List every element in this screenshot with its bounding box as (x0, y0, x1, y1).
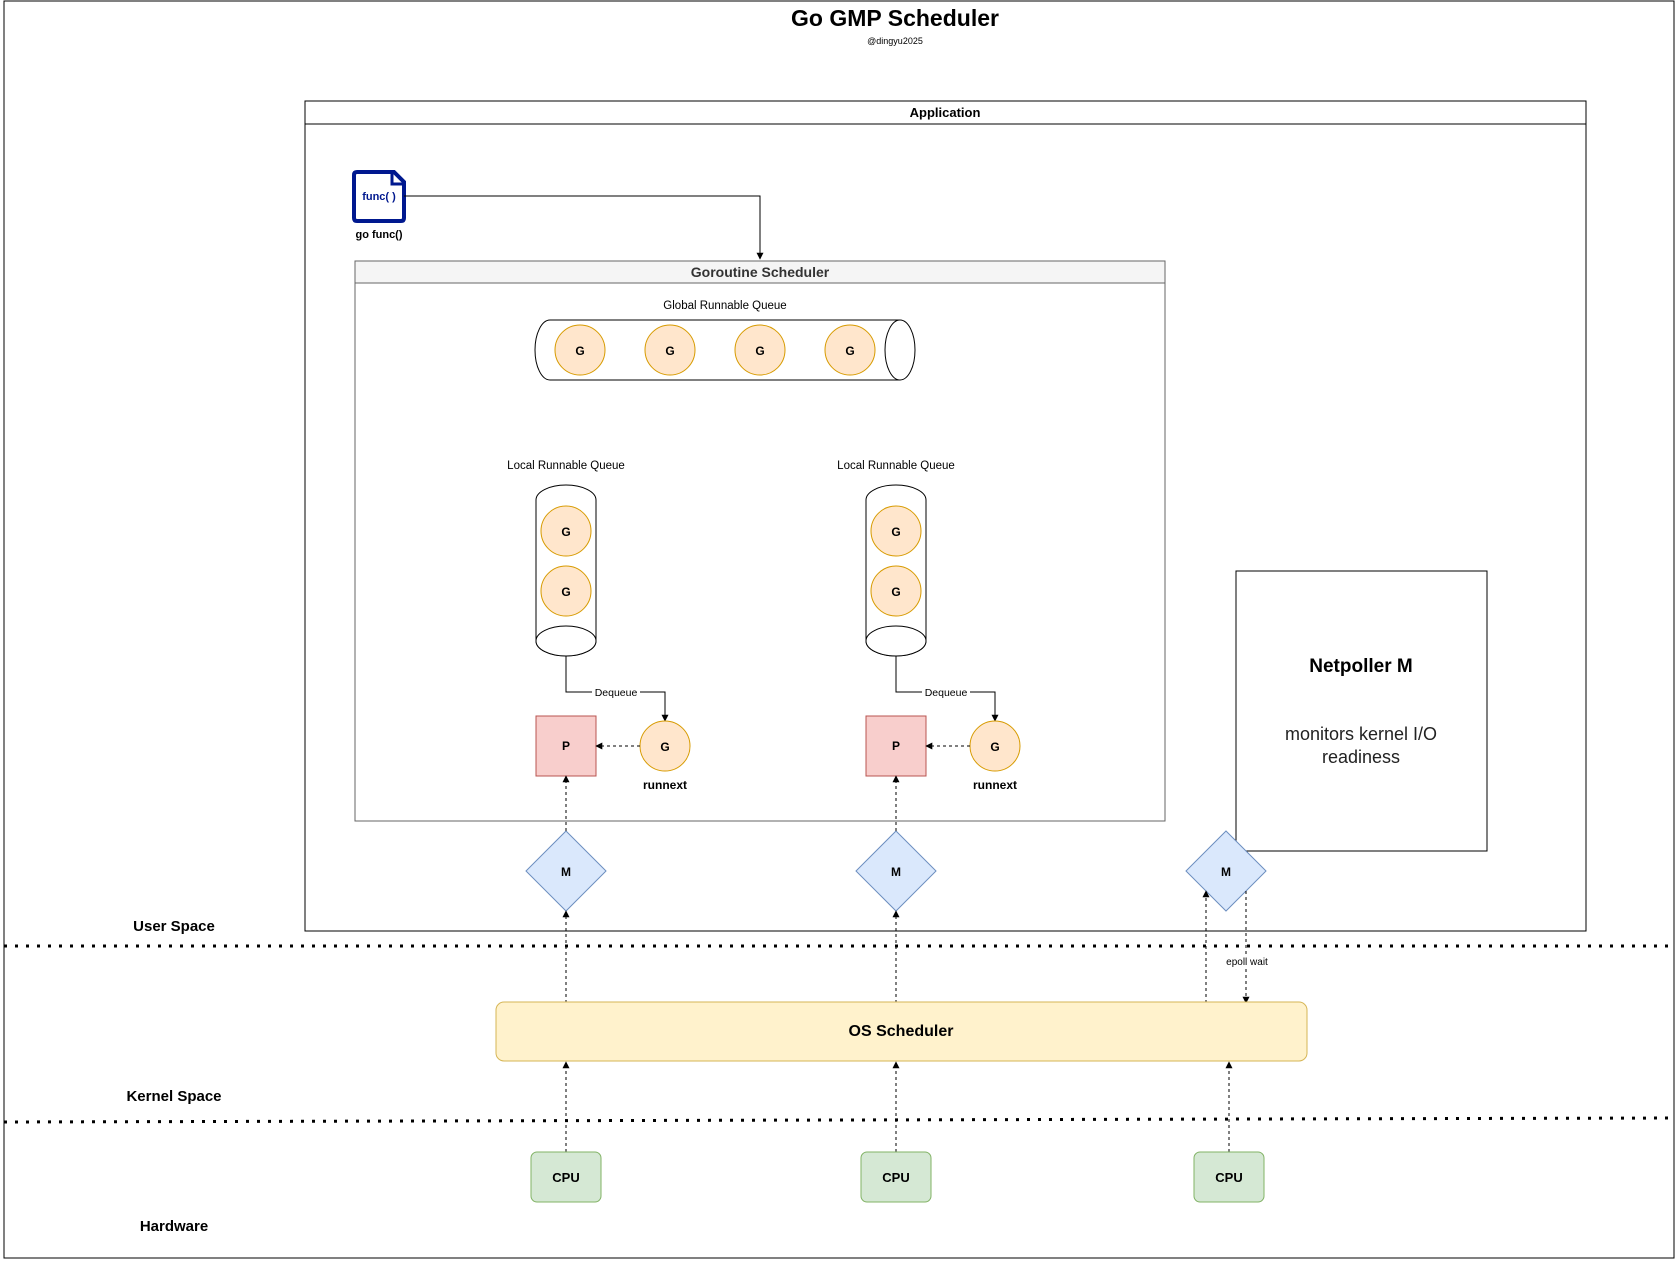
m-label: M (1221, 865, 1231, 879)
diagram-title: Go GMP Scheduler (791, 5, 999, 31)
global-goroutine: G (824, 324, 876, 376)
application-title: Application (910, 105, 981, 120)
outer-frame (3, 0, 1675, 1259)
goroutine-label: G (575, 344, 584, 358)
runnext-label: runnext (973, 778, 1017, 792)
p-box (865, 715, 927, 777)
netpoller-box (1235, 570, 1488, 852)
goroutine-label: G (665, 344, 674, 358)
goroutine-label: G (891, 585, 900, 599)
local-goroutine: G (870, 505, 922, 557)
netpoller-group: Netpoller M monitors kernel I/O readines… (1185, 570, 1488, 1203)
cpu-label: CPU (552, 1170, 579, 1185)
go-func-arrow (404, 195, 764, 260)
goroutine-scheduler-container: Goroutine Scheduler (354, 260, 1166, 822)
processor-group-1: Local Runnable Queue G G Dequeue P G run… (507, 460, 691, 1203)
goroutine-label: G (755, 344, 764, 358)
goroutine-scheduler-title: Goroutine Scheduler (691, 264, 830, 280)
dequeue-label: Dequeue (595, 687, 638, 699)
m-label: M (561, 865, 571, 879)
cpu-label: CPU (1215, 1170, 1242, 1185)
os-scheduler: OS Scheduler (495, 1001, 1308, 1062)
netpoller-desc-line1: monitors kernel I/O (1285, 724, 1437, 744)
processor-group-2: Local Runnable Queue G G Dequeue P G run… (837, 460, 1021, 1203)
local-goroutine: G (870, 565, 922, 617)
m-label: M (891, 865, 901, 879)
netpoller-desc-line2: readiness (1322, 747, 1400, 767)
p-label: P (562, 739, 570, 753)
cpu-box (1193, 1151, 1265, 1203)
cpu-box (530, 1151, 602, 1203)
local-queue-label: Local Runnable Queue (507, 460, 625, 472)
goroutine-label: G (891, 525, 900, 539)
os-scheduler-label: OS Scheduler (849, 1023, 954, 1040)
runnext-goroutine: G (639, 720, 691, 772)
goroutine-label: G (990, 740, 999, 754)
diagram-author: @dingyu2025 (867, 36, 923, 46)
local-goroutine: G (540, 505, 592, 557)
runnext-goroutine: G (969, 720, 1021, 772)
epoll-wait-label: epoll wait (1226, 957, 1268, 968)
kernel-hardware-separator (3, 1116, 1675, 1124)
hardware-label: Hardware (140, 1218, 208, 1235)
local-goroutine: G (540, 565, 592, 617)
p-label: P (892, 739, 900, 753)
netpoller-title: Netpoller M (1309, 656, 1412, 677)
global-goroutine: G (734, 324, 786, 376)
goroutine-label: G (660, 740, 669, 754)
p-box (535, 715, 597, 777)
global-goroutine: G (554, 324, 606, 376)
global-queue-cylinder (534, 319, 916, 381)
dequeue-label: Dequeue (925, 687, 968, 699)
global-queue-label: Global Runnable Queue (663, 300, 786, 312)
goroutine-label: G (845, 344, 854, 358)
func-icon-text: func( ) (362, 191, 396, 203)
cpu-box (860, 1151, 932, 1203)
func-icon: func( ) (352, 170, 406, 223)
goroutine-label: G (561, 525, 570, 539)
go-func-label: go func() (355, 229, 402, 241)
goroutine-label: G (561, 585, 570, 599)
global-goroutines: G G G G (554, 324, 876, 376)
kernel-space-label: Kernel Space (126, 1088, 221, 1105)
user-space-label: User Space (133, 918, 215, 935)
runnext-label: runnext (643, 778, 687, 792)
local-queue-label: Local Runnable Queue (837, 460, 955, 472)
global-goroutine: G (644, 324, 696, 376)
cpu-label: CPU (882, 1170, 909, 1185)
